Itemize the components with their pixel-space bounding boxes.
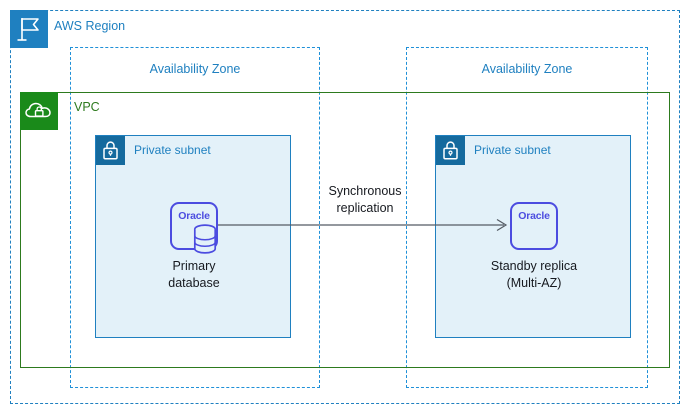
oracle-standby-caption: Standby replica (Multi-AZ) bbox=[453, 258, 615, 292]
aws-region-label: AWS Region bbox=[54, 19, 126, 33]
replication-arrow bbox=[216, 218, 508, 232]
oracle-primary-node[interactable]: Oracle bbox=[170, 202, 218, 254]
database-cylinder-icon bbox=[193, 224, 217, 254]
oracle-primary-caption-line1: Primary bbox=[172, 259, 216, 273]
oracle-primary-caption-line2: database bbox=[168, 276, 220, 290]
availability-zone-left: Availability Zone bbox=[70, 47, 320, 388]
padlock-icon-left bbox=[96, 136, 125, 165]
availability-zone-right-label: Availability Zone bbox=[481, 62, 573, 76]
private-subnet-right-label: Private subnet bbox=[474, 143, 551, 157]
oracle-primary-vendor-label: Oracle bbox=[178, 210, 210, 222]
availability-zone-left-label: Availability Zone bbox=[149, 62, 241, 76]
replication-label-line2: replication bbox=[336, 201, 394, 215]
aws-region-container bbox=[10, 10, 680, 404]
oracle-standby-caption-line1: Standby replica bbox=[490, 259, 578, 273]
oracle-standby-node[interactable]: Oracle bbox=[510, 202, 558, 250]
availability-zone-right: Availability Zone bbox=[406, 47, 648, 388]
vpc-cloud-lock-icon bbox=[20, 92, 58, 130]
oracle-standby-caption-line2: (Multi-AZ) bbox=[506, 276, 562, 290]
replication-label-line1: Synchronous bbox=[328, 184, 402, 198]
vpc-label: VPC bbox=[74, 100, 100, 114]
oracle-primary-caption: Primary database bbox=[113, 258, 275, 292]
replication-label: Synchronous replication bbox=[300, 183, 430, 217]
private-subnet-left-label: Private subnet bbox=[134, 143, 211, 157]
aws-region-flag-icon bbox=[10, 10, 48, 48]
padlock-icon-right bbox=[436, 136, 465, 165]
oracle-standby-vendor-label: Oracle bbox=[518, 210, 550, 222]
